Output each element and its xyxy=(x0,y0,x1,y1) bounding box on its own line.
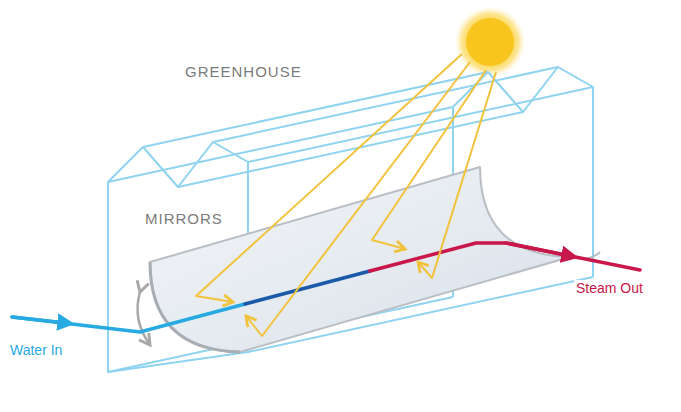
receiver-pipe xyxy=(12,243,640,332)
greenhouse-label: GREENHOUSE xyxy=(183,63,304,80)
water-in-label: Water In xyxy=(8,342,64,358)
rotation-arrow xyxy=(138,292,150,345)
mirror-edge xyxy=(150,262,240,352)
parabolic-mirror xyxy=(150,167,570,352)
sun-rays xyxy=(196,54,496,336)
mirrors-label: MIRRORS xyxy=(143,210,225,227)
steam-out-label: Steam Out xyxy=(574,280,645,296)
sun xyxy=(466,18,514,66)
